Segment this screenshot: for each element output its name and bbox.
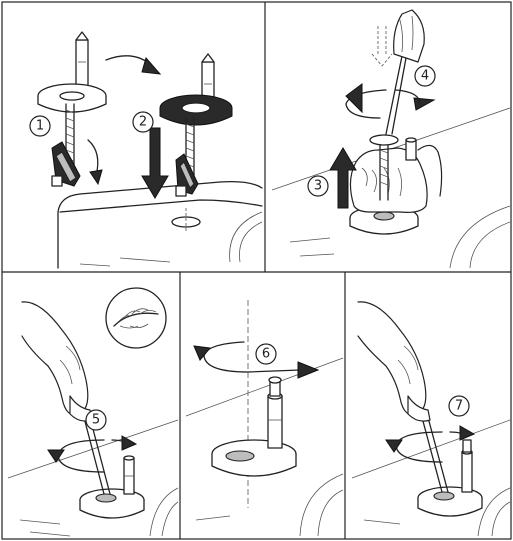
step-1-number: 1 [36, 119, 44, 134]
panel-e: 7 [352, 302, 510, 536]
step-4-number: 4 [421, 69, 429, 84]
fixing-bolt-2 [160, 54, 232, 196]
curved-arrow-icon [106, 56, 150, 64]
step-2-number: 2 [139, 115, 147, 130]
step-1-badge: 1 [30, 116, 50, 136]
fixing-bolt-1 [38, 32, 106, 186]
step-6-number: 6 [262, 347, 270, 362]
feather-callout [106, 288, 166, 348]
panel-b: 3 4 [272, 10, 510, 268]
step-5-number: 5 [92, 413, 100, 428]
step-7-badge: 7 [449, 396, 469, 416]
step-2-badge: 2 [133, 112, 153, 132]
step-5-badge: 5 [86, 410, 106, 430]
rotate-arrow-icon [204, 342, 300, 372]
step-7-number: 7 [455, 399, 463, 414]
panel-a: 1 2 [30, 32, 262, 268]
step-3-badge: 3 [308, 176, 328, 196]
step-4-badge: 4 [415, 66, 435, 86]
rotate-arrow-icon [396, 432, 442, 462]
step-3-number: 3 [314, 179, 322, 194]
panel-c: 5 [8, 288, 178, 536]
step-6-badge: 6 [256, 344, 276, 364]
panel-d: 6 [186, 300, 343, 536]
straight-arrow-icon [142, 128, 168, 198]
